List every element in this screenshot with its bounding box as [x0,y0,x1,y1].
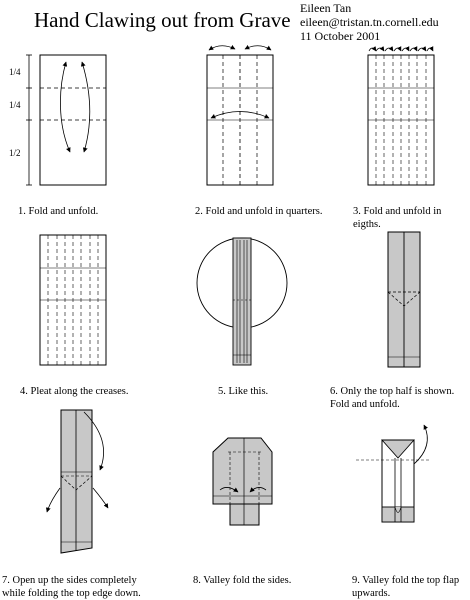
step-9-diagram [356,424,430,523]
step-6-caption: 6. Only the top half is shown. Fold and … [330,386,455,410]
author-name: Eileen Tan [300,1,352,15]
step-2-diagram [206,44,274,186]
fraction-label-quarter-2: 1/4 [9,100,21,110]
fraction-label-quarter-1: 1/4 [9,67,21,77]
step-7-caption: 7. Open up the sides completely while fo… [2,575,141,599]
step-3-caption: 3. Fold and unfold in eigths. [353,206,442,230]
step-6-diagram [387,231,421,368]
step-4-diagram [39,234,107,366]
author-block: Eileen Tan eileen@tristan.tn.cornell.edu… [300,1,439,43]
step-7-diagram [45,409,109,554]
fraction-label-half: 1/2 [9,148,21,158]
step-4-caption: 4. Pleat along the creases. [20,386,129,397]
step-1-diagram [26,54,107,186]
author-email: eileen@tristan.tn.cornell.edu [300,15,439,29]
measure-ticks [26,54,32,186]
step-5-diagram [196,237,288,366]
step-8-caption: 8. Valley fold the sides. [193,575,292,586]
author-date: 11 October 2001 [300,29,381,43]
step-2-caption: 2. Fold and unfold in quarters. [195,206,323,217]
step-1-caption: 1. Fold and unfold. [18,206,99,217]
page-title: Hand Clawing out from Grave [34,8,291,32]
step-9-caption: 9. Valley fold the top flap upwards. [352,575,460,599]
step-5-caption: 5. Like this. [218,386,269,397]
step-8-diagram [212,437,273,526]
step-3-diagram [367,46,435,186]
